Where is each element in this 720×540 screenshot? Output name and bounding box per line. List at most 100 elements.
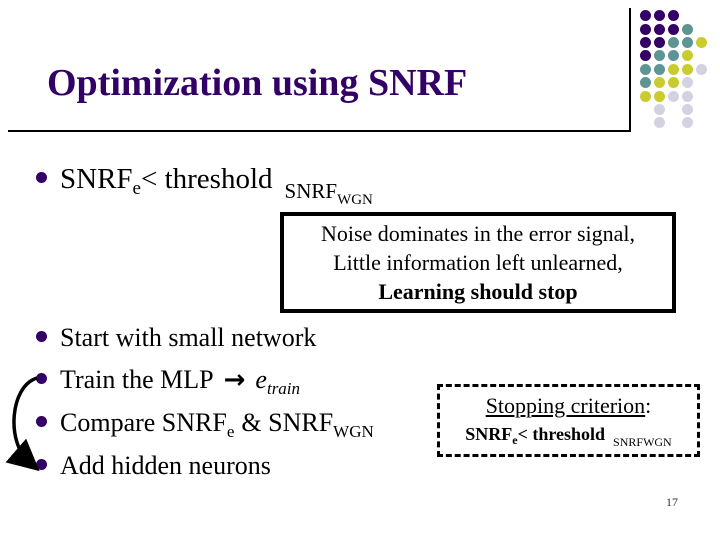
step-compare-snrf: Compare SNRFe & SNRFWGN — [36, 407, 374, 442]
decor-dot-icon — [668, 23, 680, 35]
decor-dot-icon — [682, 103, 694, 115]
ref-subscript-wgn: WGN — [337, 192, 373, 208]
dot-cell — [667, 116, 681, 129]
step-train-mlp: Train the MLP→etrain — [36, 364, 300, 399]
threshold-reference: SNRFWGN — [284, 179, 373, 208]
dot-cell — [639, 103, 653, 116]
page-number: 17 — [666, 495, 678, 509]
decor-dot-icon — [682, 36, 694, 48]
dot-cell — [653, 36, 667, 49]
dot-cell — [653, 76, 667, 89]
dot-cell — [681, 22, 695, 35]
snrf-subscript-e: e — [226, 422, 235, 441]
dot-cell — [639, 49, 653, 62]
decor-dot-icon — [682, 90, 694, 102]
decor-dot-icon — [654, 77, 666, 89]
dot-cell — [681, 36, 695, 49]
decor-dot-icon — [654, 103, 666, 115]
dot-cell — [653, 22, 667, 35]
dot-cell — [653, 89, 667, 102]
stopping-criterion-colon: : — [645, 393, 652, 418]
threshold-comparison: < threshold — [517, 424, 606, 444]
dot-cell — [639, 22, 653, 35]
decor-dot-icon — [682, 23, 694, 35]
noise-callout-box: Noise dominates in the error signal, Lit… — [280, 212, 676, 313]
decor-dot-icon — [640, 10, 652, 22]
dot-cell — [639, 63, 653, 76]
snrf-subscript-e: e — [512, 433, 518, 447]
error-variable-subscript: train — [266, 379, 301, 398]
dots-grid-row — [639, 63, 708, 76]
step-start-small-network: Start with small network — [36, 322, 316, 354]
dot-cell — [667, 49, 681, 62]
decor-dot-icon — [696, 63, 707, 75]
bullet-icon — [36, 373, 47, 384]
dot-cell — [681, 116, 695, 129]
decor-dot-icon — [654, 90, 666, 102]
decor-dot-icon — [654, 36, 666, 48]
bullet-icon — [36, 459, 47, 470]
dots-grid-row — [639, 89, 708, 102]
dot-cell — [653, 63, 667, 76]
step-add-hidden-neurons: Add hidden neurons — [36, 450, 271, 482]
decor-dot-icon — [654, 10, 666, 22]
decor-dot-icon — [654, 23, 666, 35]
bullet-icon — [36, 331, 47, 342]
right-arrow-icon: → — [223, 365, 246, 395]
dots-grid — [639, 9, 708, 130]
ref-snrf-label: SNRF — [284, 179, 338, 203]
dot-cell — [681, 49, 695, 62]
dot-cell — [695, 63, 709, 76]
dot-cell — [667, 103, 681, 116]
snrf-subscript-wgn: WGN — [333, 422, 374, 441]
stopping-criterion-title: Stopping criterion — [485, 393, 646, 418]
dot-cell — [653, 116, 667, 129]
dot-cell — [653, 49, 667, 62]
decor-dot-icon — [668, 77, 680, 89]
snrf-label: SNRF — [60, 163, 133, 195]
dot-cell — [667, 76, 681, 89]
dot-cell — [667, 9, 681, 22]
step-label: Add hidden neurons — [60, 451, 271, 480]
dot-cell — [639, 76, 653, 89]
slide-title: Optimization using SNRF — [47, 62, 468, 104]
dot-cell — [667, 36, 681, 49]
dot-cell — [639, 36, 653, 49]
decor-dot-icon — [640, 90, 652, 102]
decor-dot-icon — [640, 77, 652, 89]
decor-dot-icon — [682, 63, 694, 75]
error-variable: e — [255, 365, 267, 394]
dots-grid-row — [639, 36, 708, 49]
dots-grid-row — [639, 9, 708, 22]
bullet-icon — [36, 416, 47, 427]
decor-dot-icon — [668, 10, 680, 22]
dot-cell — [639, 9, 653, 22]
decor-dot-icon — [682, 117, 694, 129]
noise-line-2: Little information left unlearned, — [333, 250, 623, 275]
decor-dot-icon — [640, 63, 652, 75]
step-label: Compare SNRF — [60, 408, 227, 437]
dot-cell — [681, 63, 695, 76]
step-label-continued: & SNRF — [241, 408, 334, 437]
title-underline-rule — [8, 130, 629, 132]
dot-cell — [653, 9, 667, 22]
snrf-subscript-e: e — [132, 178, 141, 199]
dots-grid-row — [639, 103, 708, 116]
loop-back-arrow — [5, 376, 40, 472]
decor-dot-icon — [668, 50, 680, 62]
decor-dot-icon — [640, 36, 652, 48]
decor-dot-icon — [654, 63, 666, 75]
dot-cell — [667, 63, 681, 76]
dot-cell — [653, 103, 667, 116]
dots-grid-row — [639, 116, 708, 129]
dot-cell — [695, 36, 709, 49]
bullet-icon — [36, 172, 47, 183]
snrf-label: SNRF — [465, 424, 513, 444]
threshold-comparison: < threshold — [140, 163, 273, 195]
step-label: Start with small network — [60, 323, 317, 352]
dot-cell — [681, 89, 695, 102]
decor-dot-icon — [654, 50, 666, 62]
